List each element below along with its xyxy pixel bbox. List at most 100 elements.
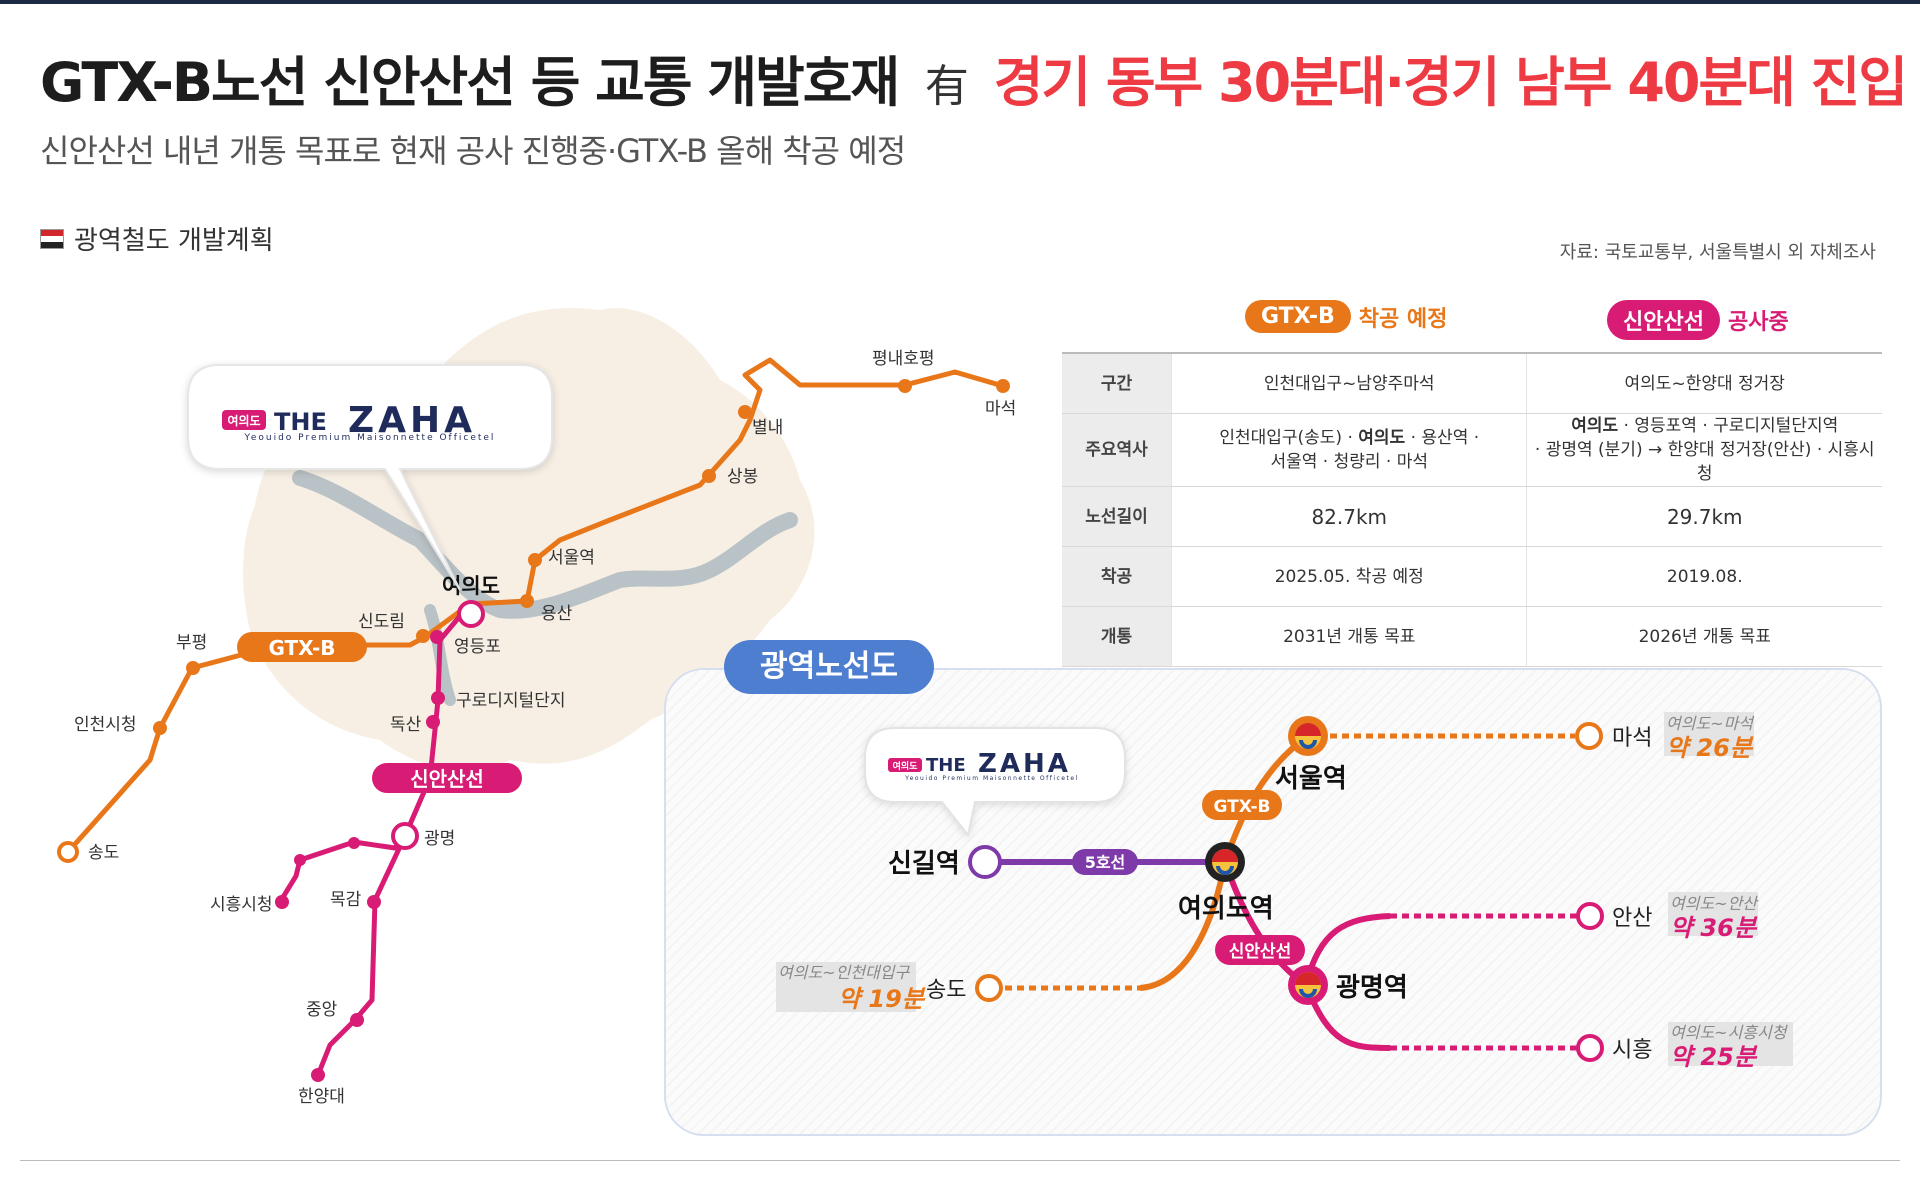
label-sindorim: 신도림 [358,612,405,632]
label-gwangmyeong: 광명 [424,829,455,849]
gtx-stations-post: · 용산역 · [1405,428,1480,448]
cell-gtx: 인천대입구~남양주마석 [1170,352,1527,414]
sin-stations-post: · 영등포역 · 구로디지털단지역 [1618,416,1839,436]
siheung-time-bg [1668,1022,1793,1066]
station-ring-gwangmyeong [391,822,419,850]
gtx-stations-bold: 여의도 [1358,428,1406,448]
label-bupyeong: 부평 [176,633,207,653]
page-title: GTX-B노선 신안산선 등 교통 개발호재 有 경기 동부 30분대·경기 남… [40,38,1908,117]
title-have-glyph: 有 [924,61,969,112]
label-songdo: 송도 [88,843,119,863]
siheung-time: 약 25분 [1670,1043,1758,1071]
ansan-end-ring [1576,902,1604,930]
sin-stations-bold: 여의도 [1571,416,1619,436]
cell-gtx: 인천대입구(송도) · 여의도 · 용산역 · 서울역 · 청량리 · 마석 [1170,413,1527,487]
han-river [292,470,798,619]
station-dot-hanyang [311,1068,325,1082]
table-row: 주요역사 인천대입구(송도) · 여의도 · 용산역 · 서울역 · 청량리 ·… [1062,413,1882,487]
diagram-brand-badge [888,758,922,772]
sinansan-stations [275,630,445,1082]
diagram-callout-bubble [864,727,1126,838]
station-dot-sindorim [416,629,430,643]
station-dot-pyeongnae [898,379,912,393]
route-diagram-label: 광역노선도 [724,640,934,694]
table-row: 착공 2025.05. 착공 예정 2019.08. [1062,546,1882,607]
label-byeollae: 별내 [752,418,783,438]
station-ring-songdo [57,841,79,863]
label-hanyang: 한양대 [298,1087,345,1107]
station-dot-incheon [153,721,167,735]
maseok-time: 약 26분 [1666,734,1754,762]
station-dot-byeollae [738,405,752,419]
map-gtx-label: GTX-B [268,636,335,660]
station-dot-siheung [275,895,289,909]
map-gtx-pill [237,632,367,662]
maseok-time-bg [1664,712,1754,756]
label-seoul: 서울역 [548,548,595,568]
cell-gtx: 2031년 개통 목표 [1170,606,1527,667]
cell-sinansan: 2019.08. [1526,546,1882,607]
map-station-labels: 평내호평 마석 별내 상봉 서울역 용산 신도림 영등포 부평 인천시청 송도 … [74,349,1016,1107]
row-label: 착공 [1062,546,1172,607]
diagram-brand-name: ZAHA [978,749,1071,779]
map-brand-tagline: Yeouido Premium Maisonnette Officetel [244,433,496,443]
label-yongsan: 용산 [541,604,573,624]
songdo-caption: 여의도~인천대입구 [778,963,910,982]
diagram-gtx-label: GTX-B [1214,797,1271,817]
gtx-b-stations [153,379,1010,735]
rail-info-table: 구간 인천대입구~남양주마석 여의도~한양대 정거장 주요역사 인천대입구(송도… [1062,352,1882,667]
diagram-songdo: 송도 [926,978,966,1003]
station-dot-maseok [996,379,1010,393]
label-siheung-cityhall: 시흥시청 [210,895,273,915]
table-row: 개통 2031년 개통 목표 2026년 개통 목표 [1062,606,1882,667]
label-maseok: 마석 [985,399,1016,419]
diagram-yeouido: 여의도역 [1178,894,1274,924]
gtx-status: 착공 예정 [1358,306,1448,332]
station-dot-doksan [426,715,440,729]
station-dot-mid2 [294,854,306,866]
label-doksan: 독산 [390,715,422,735]
source-note: 자료: 국토교통부, 서울특별시 외 자체조사 [1559,242,1876,263]
gtx-tag: GTX-B [1245,300,1351,333]
diagram-brand-tagline: Yeouido Premium Maisonnette Officetel [904,775,1078,782]
songdo-time: 약 19분 [838,985,926,1013]
yeouido-transfer-icon [1205,842,1245,882]
diagram-seoul: 서울역 [1275,764,1347,794]
siheung-end-ring [1576,1034,1604,1062]
station-dot-bupyeong [186,661,200,675]
map-brand-name: ZAHA [348,400,476,441]
line5-pill [1072,849,1138,875]
station-ring-yeouido [457,600,485,628]
map-sinansan-pill [372,763,522,793]
diagram-gtx-pill [1202,790,1282,820]
label-sangbong: 상봉 [727,467,758,487]
label-jungang: 중앙 [306,1000,338,1020]
table-head-sinansan: 신안산선 공사중 [1607,300,1789,340]
top-accent-bar [0,0,1920,4]
diagram-gtx-songdo [1139,861,1228,991]
section-heading: 광역철도 개발계획 [40,220,274,257]
station-dot-yeongdeungpo [430,630,444,644]
label-mokgam: 목감 [330,890,362,910]
label-guro: 구로디지털단지 [456,691,565,711]
maseok-end-ring [1575,722,1603,750]
diagram-brand-badge-text: 여의도 [893,760,919,772]
row-label: 노선길이 [1062,486,1172,547]
label-pyeongnae: 평내호평 [872,349,935,369]
singil-station-ring [968,845,1002,879]
gtx-stations-pre: 인천대입구(송도) · [1219,428,1359,448]
diagram-maseok: 마석 [1612,726,1652,751]
ansan-time-bg [1668,892,1758,936]
ansan-time: 약 36분 [1670,914,1758,942]
table-head-gtx: GTX-B 착공 예정 [1245,300,1447,333]
station-dot-jungang [350,1013,364,1027]
row-label: 개통 [1062,606,1172,667]
map-brand-prefix: THE [274,408,327,436]
label-yeongdeungpo: 영등포 [454,637,501,657]
table-row: 구간 인천대입구~남양주마석 여의도~한양대 정거장 [1062,352,1882,414]
station-dot-guro [431,691,445,705]
diagram-singil: 신길역 [888,849,960,879]
station-dot-sangbong [702,469,716,483]
